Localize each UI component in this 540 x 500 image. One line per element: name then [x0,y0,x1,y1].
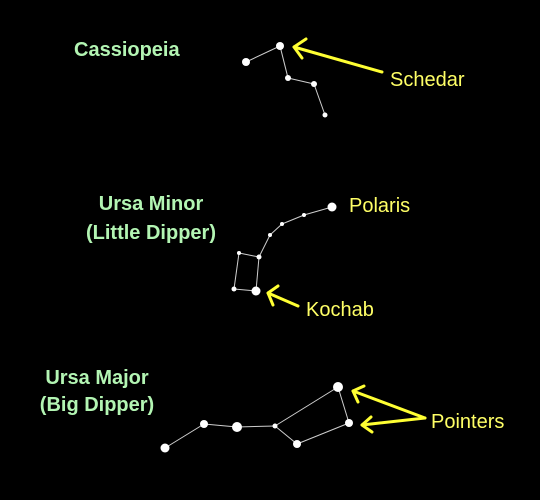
cassiopeia-label: Cassiopeia [74,39,180,61]
kochab-label: Kochab [306,299,374,321]
ursa-minor-lines [233,206,333,292]
ursa-major-label: Ursa Major (Big Dipper) [22,366,172,417]
ursa-minor-stars [231,202,337,296]
cassiopeia-lines [245,45,326,116]
pointers-arrow-lower [360,415,427,434]
ursa-minor-name: Ursa Minor [98,193,204,215]
schedar-arrow [292,37,384,74]
ursa-minor-alt-name: (Little Dipper) [86,222,216,244]
polaris-label: Polaris [349,195,411,217]
ursa-major-name: Ursa Major [45,367,149,389]
ursa-major-stars [160,382,353,453]
pointers-arrow-upper [351,384,427,420]
ursa-minor-label: Ursa Minor (Little Dipper) [66,192,236,245]
pointers-label: Pointers [431,411,505,433]
kochab-arrow [266,284,300,308]
ursa-major-lines [164,386,350,449]
cassiopeia-stars [242,42,328,118]
schedar-label: Schedar [390,69,465,91]
ursa-major-alt-name: (Big Dipper) [39,394,155,416]
